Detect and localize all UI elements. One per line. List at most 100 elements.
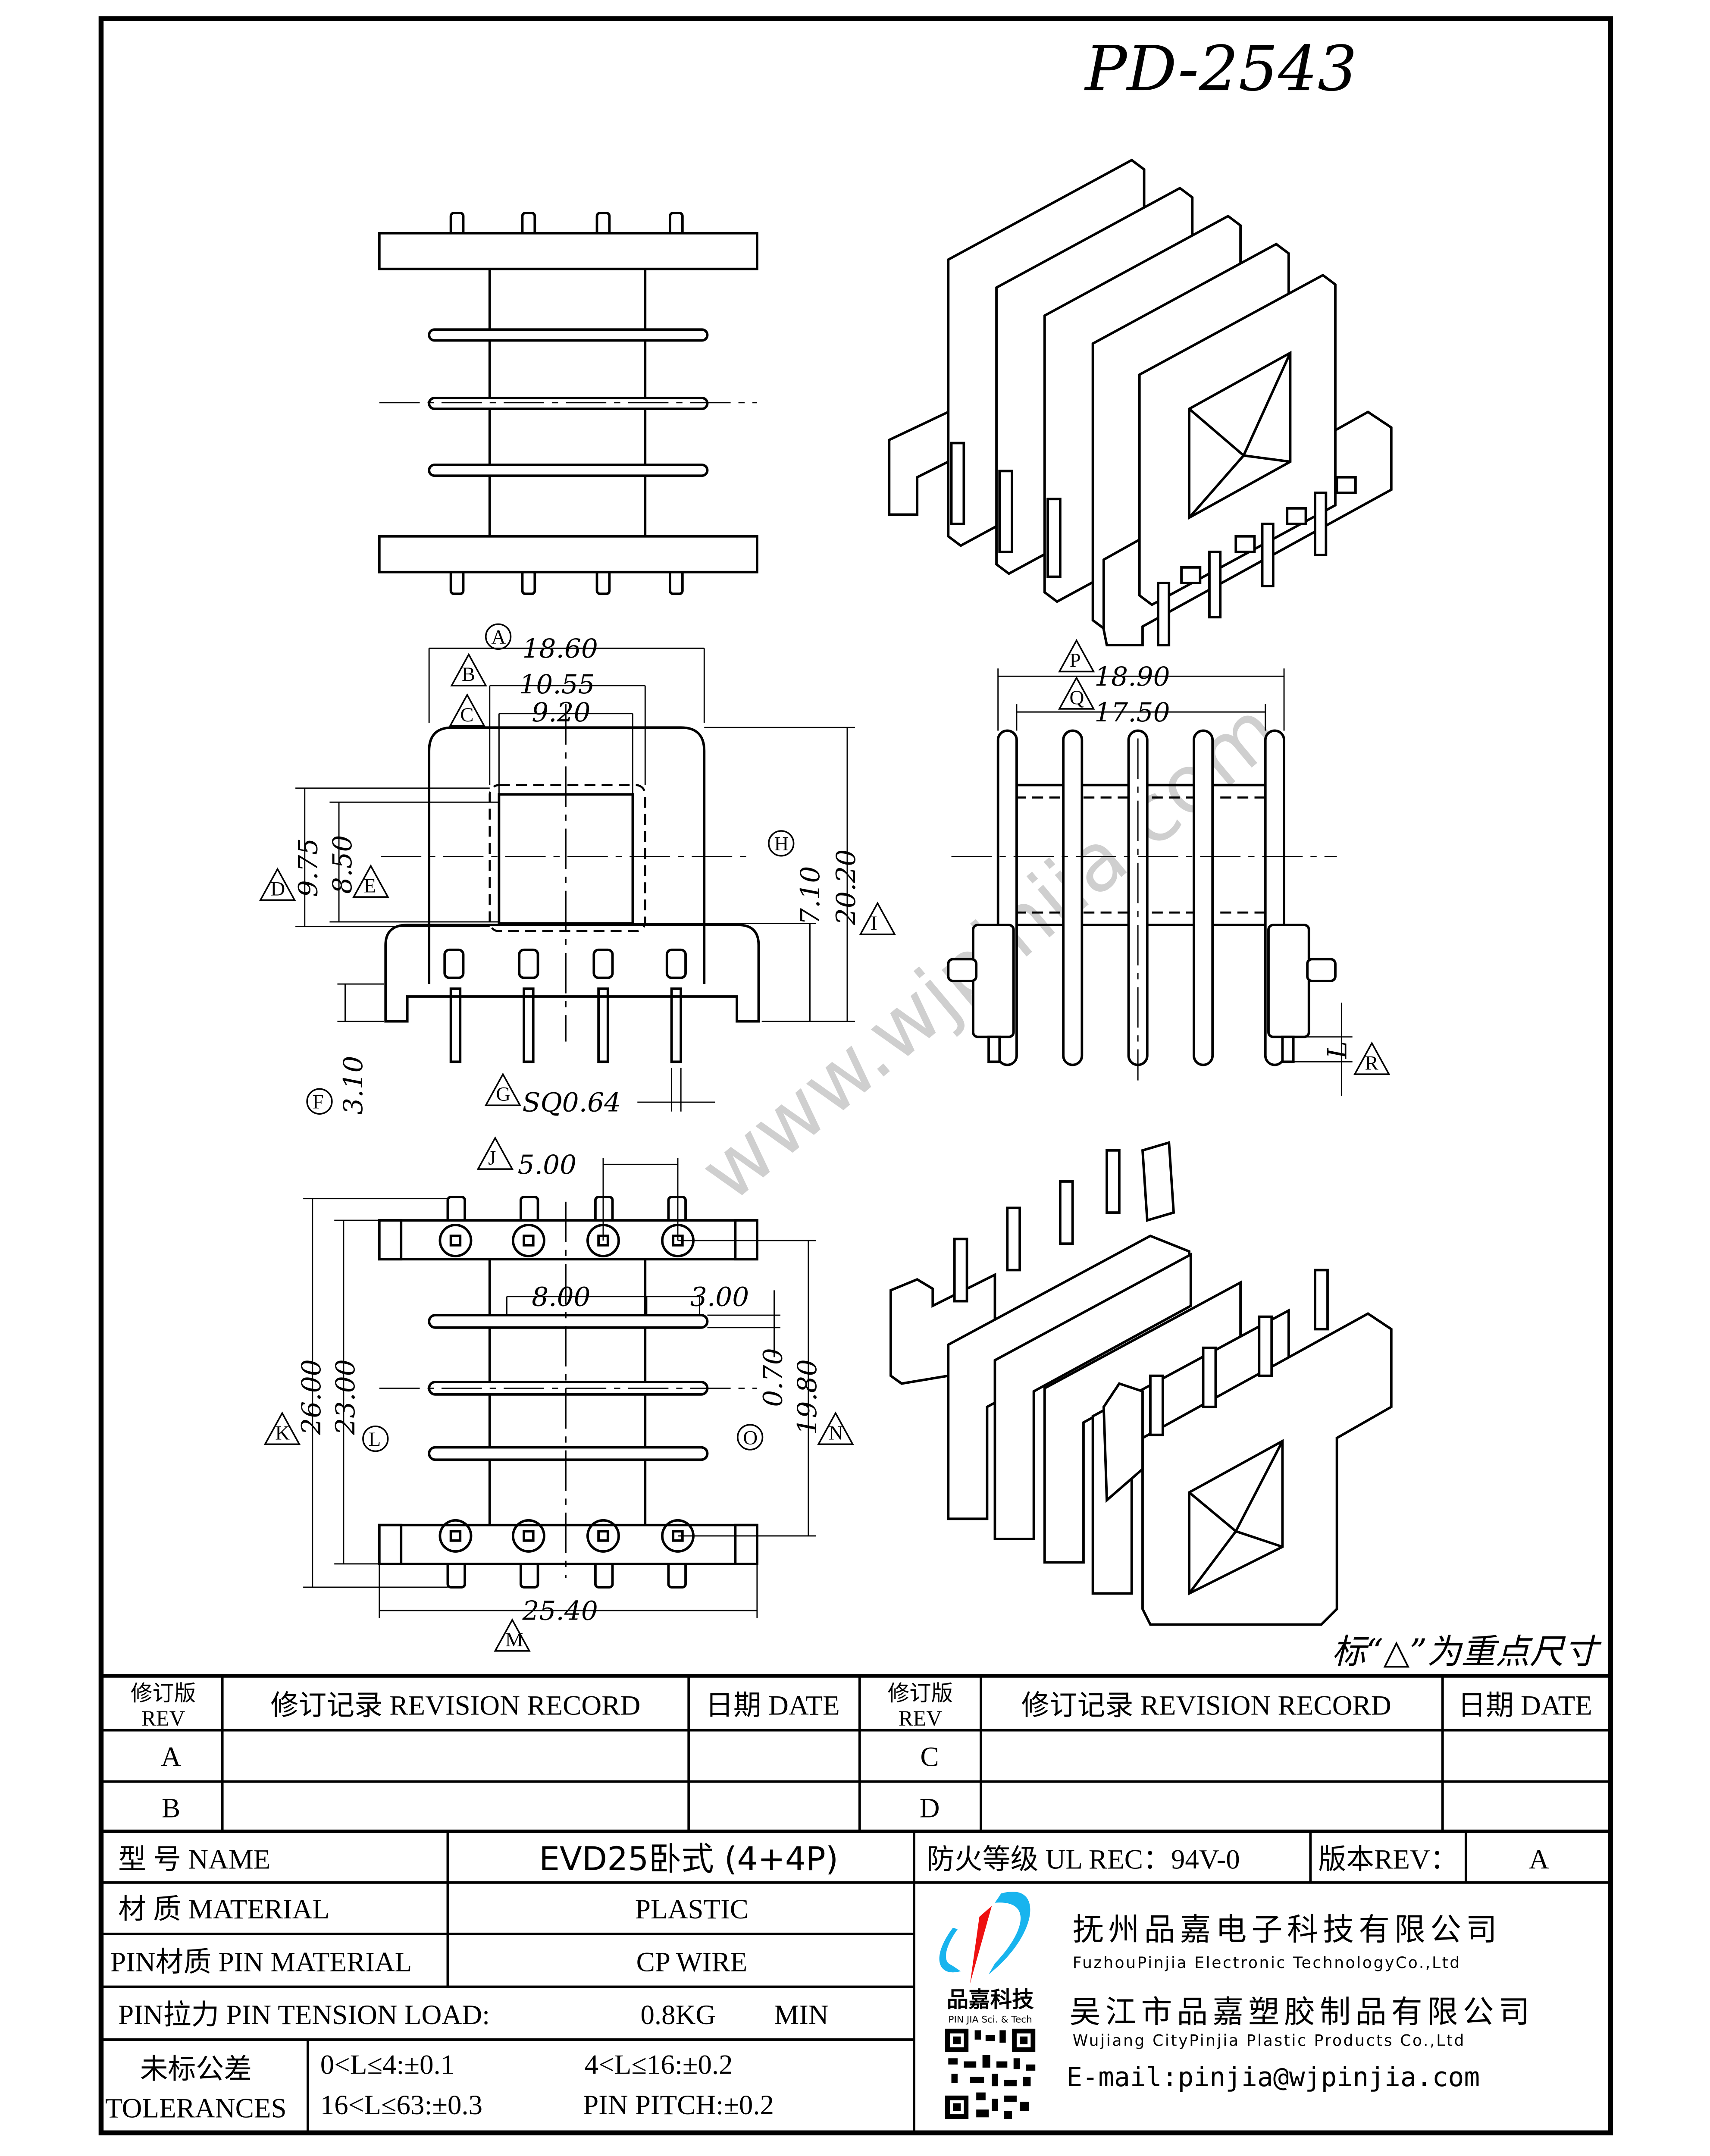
- dim-slot-gap: 3.00: [690, 1282, 749, 1312]
- marker-k: K: [275, 1422, 290, 1444]
- version-value: A: [1529, 1844, 1549, 1875]
- company-name-1-cn: 抚州品嘉电子科技有限公司: [1073, 1912, 1502, 1948]
- key-dimension-triangle-icon: [859, 901, 896, 935]
- tension-value: 0.8KG: [640, 1999, 716, 2031]
- rev-header-right: 修订版: [888, 1681, 953, 1705]
- key-dimension-triangle-icon: [817, 1411, 854, 1445]
- marker-b: B: [462, 663, 475, 686]
- side-view: 18.90 17.50 L P Q R: [947, 639, 1391, 1096]
- tolerance-4: PIN PITCH:±0.2: [583, 2090, 774, 2121]
- record-header-right: 修订记录 REVISION RECORD: [1021, 1690, 1391, 1721]
- logo-text-en: PIN JIA Sci. & Tech: [948, 2014, 1032, 2025]
- dim-j: 5.00: [518, 1150, 576, 1180]
- sheet-border: [98, 16, 1613, 2136]
- tolerance-1: 0<L≤4:±0.1: [320, 2049, 454, 2080]
- marker-l: L: [369, 1428, 381, 1451]
- dim-d: 9.75: [293, 838, 324, 897]
- company-block: 品嘉科技 PIN JIA Sci. & Tech 抚州品嘉电子科技有限公司 Fu…: [939, 1891, 1535, 2119]
- rev-header-right-en: REV: [899, 1706, 942, 1730]
- tolerance-label: 未标公差: [140, 2054, 252, 2085]
- reference-circle-icon: [737, 1424, 764, 1451]
- marker-o: O: [743, 1426, 758, 1449]
- marker-f: F: [313, 1091, 324, 1113]
- marker-c: C: [460, 704, 473, 726]
- tolerance-3: 16<L≤63:±0.3: [320, 2090, 482, 2121]
- material-value: PLASTIC: [635, 1894, 749, 1925]
- marker-e: E: [364, 874, 376, 897]
- dim-p: 18.90: [1094, 661, 1170, 692]
- dim-l: 23.00: [330, 1359, 361, 1435]
- top-view: [378, 212, 758, 595]
- key-dimension-triangle-icon: [476, 1136, 514, 1170]
- date-header-left: 日期 DATE: [705, 1690, 840, 1721]
- key-dimension-triangle-icon: [494, 1618, 531, 1652]
- key-dimension-triangle-icon: [1058, 639, 1095, 673]
- dim-slot-width: 8.00: [532, 1282, 590, 1312]
- tension-unit: MIN: [774, 1999, 829, 2031]
- dim-g: SQ0.64: [522, 1087, 621, 1118]
- material-label: 材 质 MATERIAL: [118, 1894, 329, 1925]
- name-value: EVD25卧式 (4+4P): [539, 1840, 838, 1878]
- key-dimension-triangle-icon: [484, 1072, 522, 1106]
- company-name-2-cn: 吴江市品嘉塑胶制品有限公司: [1070, 1994, 1535, 2030]
- reference-circle-icon: [362, 1425, 389, 1452]
- key-dimension-triangle-icon: [1058, 676, 1095, 710]
- dim-a: 18.60: [522, 633, 598, 664]
- part-number: PD-2543: [1084, 33, 1357, 105]
- dim-n: 19.80: [792, 1359, 823, 1435]
- rev-header-left-en: REV: [141, 1706, 185, 1730]
- date-header-right: 日期 DATE: [1458, 1690, 1592, 1721]
- marker-m: M: [505, 1629, 523, 1651]
- marker-i: I: [871, 912, 877, 934]
- rev-row-a: A: [161, 1742, 181, 1773]
- key-dimension-note: 标“△”为重点尺寸: [1331, 1632, 1602, 1672]
- bottom-view: 5.00 8.00 3.00 26.00 23.00 0.70 19.80 25…: [263, 1136, 854, 1652]
- marker-a: A: [491, 626, 506, 649]
- dim-k: 26.00: [296, 1359, 327, 1435]
- rev-header-left: 修订版: [131, 1681, 196, 1705]
- dim-h: 7.10: [795, 866, 826, 925]
- tolerance-2: 4<L≤16:±0.2: [585, 2049, 733, 2080]
- marker-g: G: [496, 1083, 510, 1105]
- company-email: E-mail:pinjia@wjpinjia.com: [1066, 2062, 1480, 2093]
- dim-m: 25.40: [522, 1596, 598, 1626]
- pin-material-value: CP WIRE: [636, 1946, 748, 1977]
- reference-circle-icon: [306, 1088, 333, 1115]
- reference-circle-icon: [485, 623, 512, 650]
- revision-table: 修订版 REV 修订记录 REVISION RECORD 日期 DATE 修订版…: [101, 1674, 1611, 1833]
- company-name-2-en: Wujiang CityPinjia Plastic Products Co.,…: [1073, 2031, 1466, 2049]
- dim-i: 20.20: [831, 849, 861, 925]
- spec-table: 型 号 NAME EVD25卧式 (4+4P) 防火等级 UL REC：94V-…: [101, 1831, 1611, 2133]
- marker-p: P: [1070, 649, 1081, 672]
- isometric-view-top: [888, 158, 1393, 647]
- key-dimension-triangle-icon: [352, 864, 389, 898]
- rev-row-d: D: [920, 1793, 940, 1824]
- fire-rating: 防火等级 UL REC：94V-0: [927, 1844, 1240, 1875]
- key-dimension-triangle-icon: [263, 1411, 301, 1445]
- rev-row-c: C: [920, 1742, 939, 1773]
- marker-r: R: [1365, 1052, 1379, 1074]
- logo-text-cn: 品嘉科技: [947, 1987, 1034, 2012]
- dim-o: 0.70: [758, 1348, 789, 1407]
- pin-material-label: PIN材质 PIN MATERIAL: [110, 1946, 412, 1977]
- company-name-1-en: FuzhouPinjia Electronic TechnologyCo.,Lt…: [1073, 1954, 1461, 1972]
- key-dimension-triangle-icon: [259, 867, 296, 901]
- dim-c: 9.20: [532, 697, 590, 728]
- marker-h: H: [774, 833, 789, 855]
- dim-f: 3.10: [338, 1056, 369, 1115]
- tension-label: PIN拉力 PIN TENSION LOAD:: [118, 1999, 490, 2031]
- dim-b: 10.55: [519, 669, 595, 700]
- reference-circle-icon: [768, 830, 795, 857]
- key-dimension-triangle-icon: [450, 653, 487, 686]
- rev-row-b: B: [162, 1793, 180, 1824]
- key-dimension-triangle-icon: [1353, 1041, 1391, 1075]
- marker-q: Q: [1070, 686, 1084, 709]
- qr-code: [945, 2028, 1036, 2119]
- tolerance-label-en: TOLERANCES: [105, 2093, 287, 2124]
- version-label: 版本REV：: [1318, 1844, 1458, 1875]
- front-view: 18.60 10.55 9.20 9.75 8.50 7.10 20.20 3.…: [259, 623, 896, 1118]
- marker-n: N: [829, 1422, 843, 1444]
- dim-r: L: [1322, 1041, 1353, 1059]
- isometric-view-bottom: [889, 1141, 1393, 1626]
